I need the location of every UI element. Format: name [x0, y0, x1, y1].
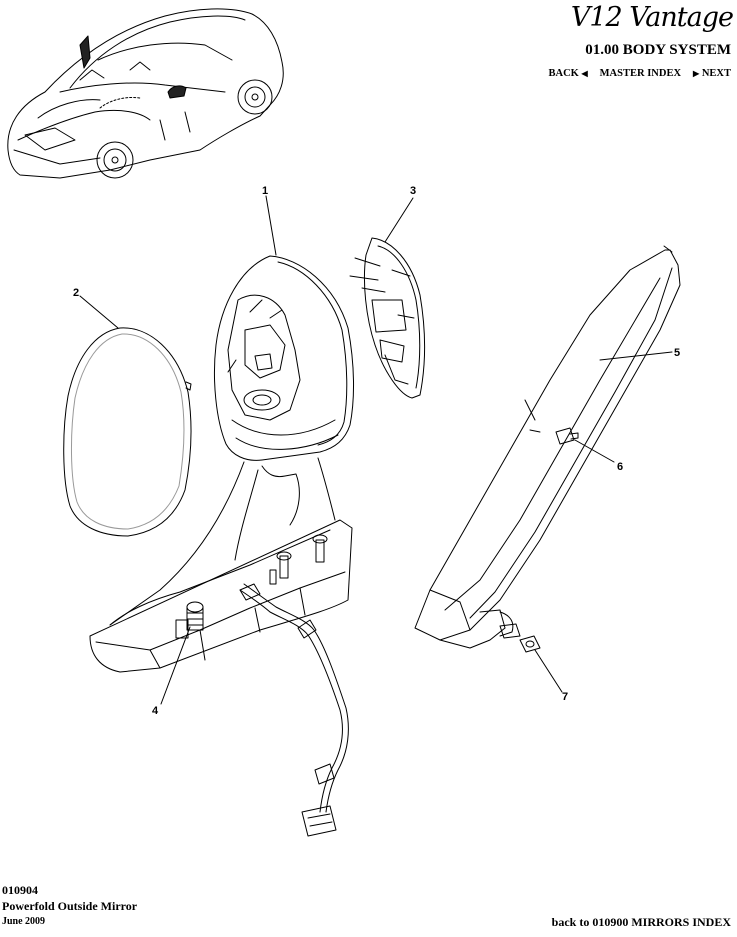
part-3-actuator — [349, 237, 425, 399]
back-to-index-link[interactable]: back to 010900 MIRRORS INDEX — [551, 915, 731, 929]
brand-logo: V12 Vantage — [570, 2, 734, 33]
callout-3: 3 — [410, 185, 416, 197]
wiring-harness — [239, 583, 349, 837]
back-link[interactable]: BACK ◀ — [549, 68, 588, 79]
callout-4: 4 — [152, 705, 159, 717]
callout-6: 6 — [617, 461, 623, 473]
next-link[interactable]: ▶ NEXT — [693, 68, 731, 79]
part-2-mirror-glass — [63, 327, 192, 537]
callout-5: 5 — [674, 347, 680, 359]
part-5-trim-finisher — [414, 245, 681, 649]
leader-lines — [79, 195, 673, 705]
next-label: NEXT — [701, 68, 731, 79]
part-6-stud — [555, 427, 579, 445]
callout-2: 2 — [73, 287, 79, 299]
navigation-bar: BACK ◀ MASTER INDEX ▶ NEXT — [549, 68, 731, 79]
callout-1: 1 — [262, 185, 268, 197]
callout-7: 7 — [562, 691, 568, 703]
part-4-screw — [186, 601, 204, 631]
part-7-nut — [499, 623, 541, 653]
part-1-mirror-housing — [89, 255, 354, 673]
triangle-left-icon: ◀ — [581, 69, 588, 78]
section-title: 01.00 BODY SYSTEM — [585, 42, 731, 58]
triangle-right-icon: ▶ — [693, 69, 700, 78]
diagram-code: 010904 — [2, 883, 38, 897]
diagram-date: June 2009 — [2, 916, 46, 927]
back-label: BACK — [548, 68, 579, 79]
master-index-link[interactable]: MASTER INDEX — [599, 68, 682, 79]
exploded-parts-diagram: 1 2 3 4 5 6 7 — [7, 8, 681, 837]
car-illustration — [7, 8, 284, 179]
diagram-title: Powerfold Outside Mirror — [2, 899, 138, 913]
